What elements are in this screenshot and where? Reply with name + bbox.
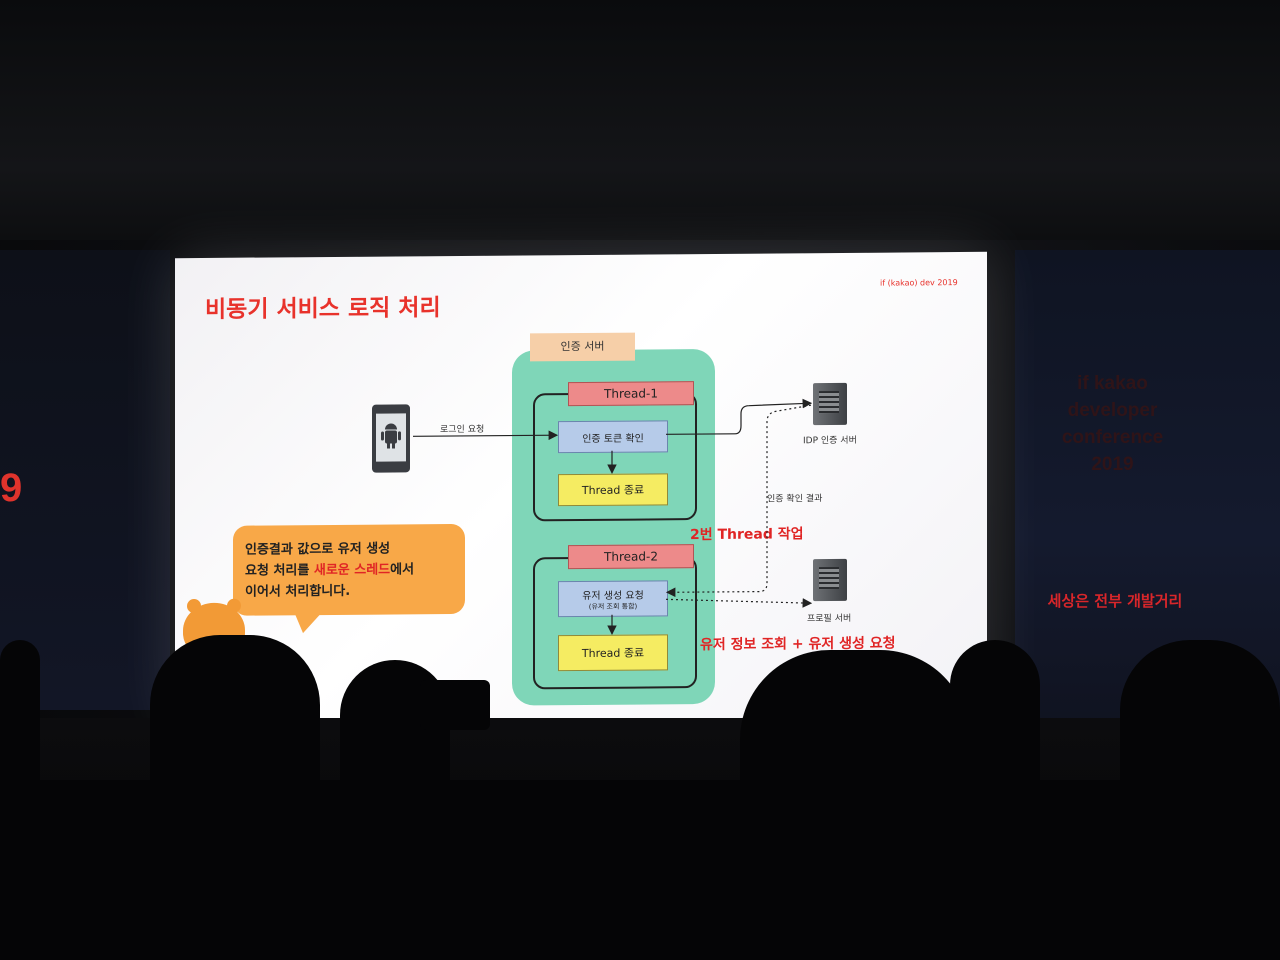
left-side-screen-digit: 9 (0, 466, 23, 510)
explanation-bubble: 인증결과 값으로 유저 생성 요청 처리를 새로운 스레드에서 이어서 처리합니… (233, 523, 465, 616)
conference-name: if kakao developer conference 2019 (1061, 373, 1164, 475)
android-robot-icon (376, 413, 406, 462)
flow-arrows (413, 398, 813, 635)
stage-monitor-silhouette (420, 680, 490, 730)
android-phone-icon (372, 404, 410, 473)
bubble-line-2-start: 요청 처리를 (245, 563, 314, 579)
bubble-line-2: 요청 처리를 새로운 스레드에서 (245, 559, 453, 582)
bubble-line-2-end: 에서 (390, 562, 415, 578)
bubble-line-1: 인증결과 값으로 유저 생성 (245, 541, 391, 558)
audience-front-row (0, 780, 1280, 960)
bubble-line-3: 이어서 처리합니다. (245, 583, 351, 600)
ryan-right-ear (227, 598, 241, 613)
ceiling (0, 0, 1280, 240)
ryan-left-ear (187, 598, 201, 614)
presentation-slide: 비동기 서비스 로직 처리 if (kakao) dev 2019 인증 서버 … (175, 251, 987, 724)
bubble-highlight: 새로운 스레드 (313, 562, 391, 579)
bubble-tail (293, 609, 325, 634)
conference-slogan: 세상은 전부 개발거리 (1047, 592, 1183, 610)
left-side-screen (0, 250, 170, 710)
